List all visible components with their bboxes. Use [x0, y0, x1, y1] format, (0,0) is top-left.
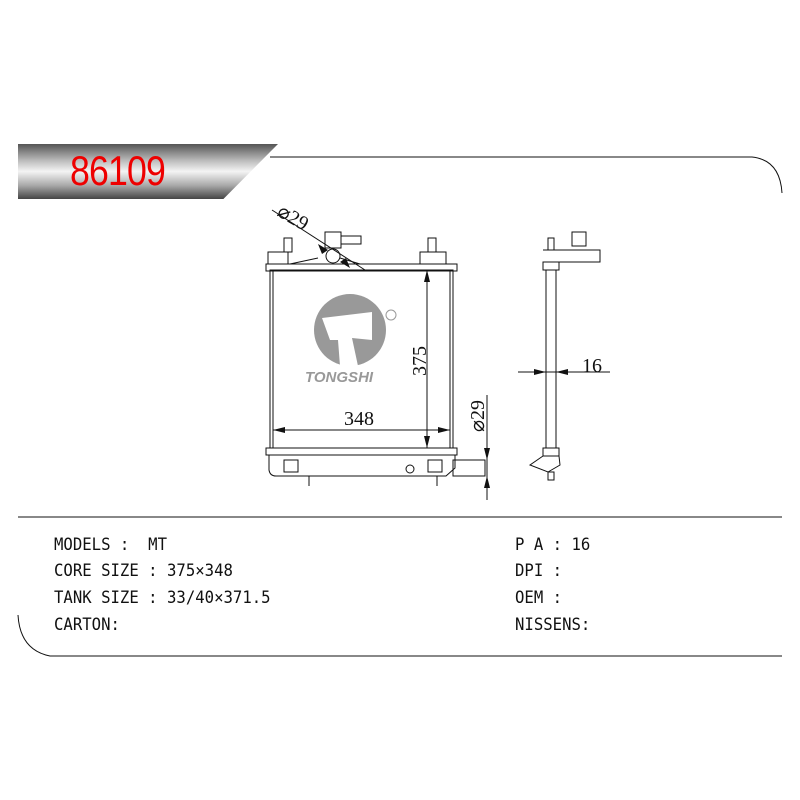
spec-value: MT — [148, 535, 168, 555]
spec-carton: CARTON: — [54, 615, 120, 635]
frame-top-line — [270, 156, 783, 194]
radiator-side-view — [528, 231, 601, 481]
brand-logo-text: TONGSHI — [305, 369, 374, 386]
part-number: 86109 — [70, 147, 166, 194]
spec-oem: OEM : — [515, 588, 562, 608]
spec-label: CORE SIZE : — [54, 561, 168, 581]
spec-value: 375×348 — [167, 561, 233, 581]
spec-label: CARTON: — [54, 615, 120, 635]
inlet-diameter-label: ⌀29 — [274, 200, 313, 235]
spec-label: TANK SIZE : — [54, 588, 168, 608]
width-dimension-label: 348 — [344, 408, 374, 430]
spec-tank-size: TANK SIZE : 33/40×371.5 — [54, 588, 271, 608]
inlet-dimension-line — [271, 209, 366, 271]
radiator-front-view — [265, 231, 486, 486]
thickness-dimension-label: 16 — [582, 355, 602, 377]
spec-models: MODELS : MT — [54, 535, 167, 555]
height-dimension-label: 375 — [409, 346, 431, 376]
spec-dpi: DPI : — [515, 561, 562, 581]
spec-value: 16 — [571, 535, 591, 555]
outlet-diameter-label: ⌀29 — [467, 400, 489, 432]
spec-label: NISSENS: — [515, 615, 591, 635]
dimension-arrows — [273, 244, 568, 488]
spec-pa: P A : 16 — [515, 535, 590, 555]
spec-value: 33/40×371.5 — [167, 588, 271, 608]
frame-bottom-line — [17, 614, 782, 657]
spec-label: MODELS : — [54, 535, 149, 555]
spec-label: DPI : — [515, 561, 563, 581]
spec-nissens: NISSENS: — [515, 615, 590, 635]
spec-label: OEM : — [515, 588, 563, 608]
spec-core-size: CORE SIZE : 375×348 — [54, 561, 233, 581]
tongshi-logo — [314, 294, 397, 366]
spec-label: P A : — [515, 535, 572, 555]
